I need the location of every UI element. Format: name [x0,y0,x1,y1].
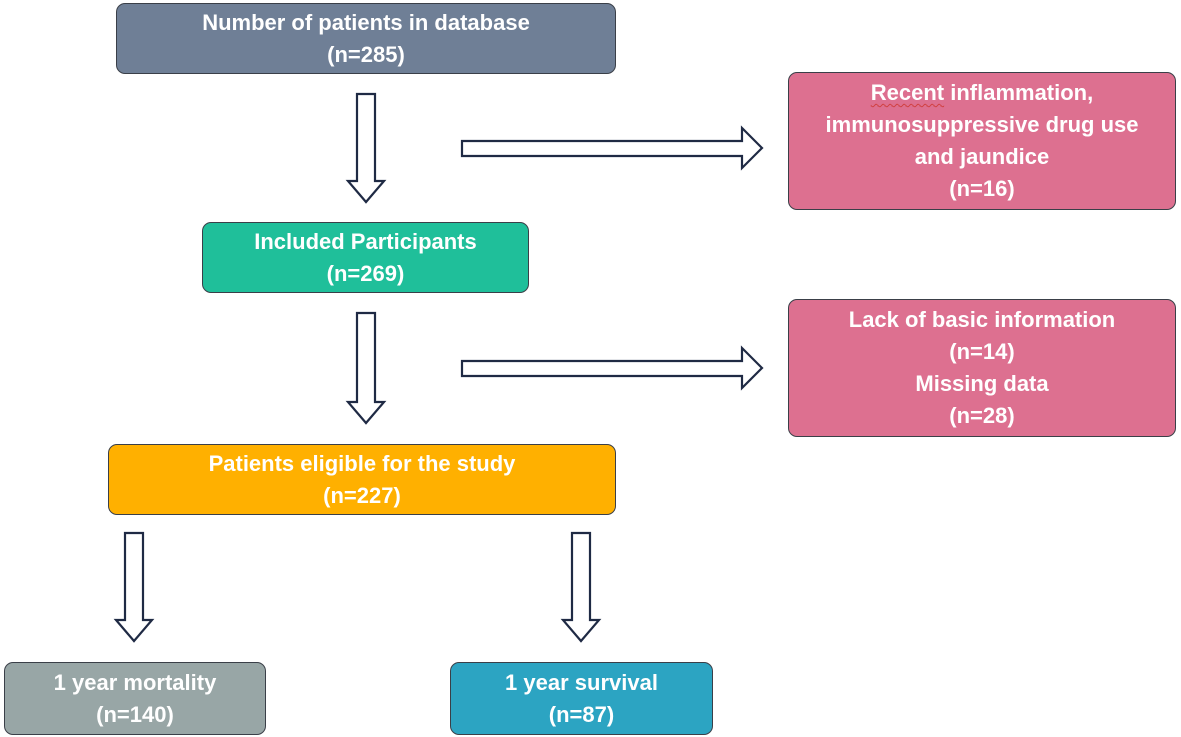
right-arrow-icon [460,125,764,171]
eligible-title: Patients eligible for the study [208,450,516,476]
mortality-box: 1 year mortality (n=140) [4,662,266,735]
missing-data-count: (n=28) [949,403,1015,428]
lack-info-count: (n=14) [949,339,1015,364]
included-box: Included Participants (n=269) [202,222,529,293]
right-arrow-icon [460,345,764,391]
exclusion-box-data: Lack of basic information (n=14) Missing… [788,299,1176,437]
survival-title: 1 year survival [505,669,658,695]
exclusion-line-1: Recent inflammation, [871,77,1093,109]
database-title: Number of patients in database [202,9,530,35]
eligible-box: Patients eligible for the study (n=227) [108,444,616,515]
down-arrow-icon [345,311,387,425]
exclusion-line-2: immunosuppressive drug use [825,112,1139,137]
database-box: Number of patients in database (n=285) [116,3,616,74]
down-arrow-icon [560,531,602,643]
eligible-count: (n=227) [323,482,401,508]
mortality-count: (n=140) [96,701,174,727]
exclusion-line-1-rest: inflammation, [944,80,1094,105]
included-title: Included Participants [254,228,477,254]
survival-count: (n=87) [548,701,615,727]
down-arrow-icon [345,92,387,204]
lack-info-label: Lack of basic information [848,307,1116,332]
database-count: (n=285) [327,41,405,67]
exclusion-line-3: and jaundice [914,144,1050,169]
exclusion-count: (n=16) [949,176,1015,201]
missing-data-label: Missing data [915,371,1049,396]
down-arrow-icon [113,531,155,643]
mortality-title: 1 year mortality [53,669,217,695]
exclusion-box-clinical: Recent inflammation, immunosuppressive d… [788,72,1176,210]
recent-word: Recent [870,80,945,105]
included-count: (n=269) [326,260,405,286]
survival-box: 1 year survival (n=87) [450,662,713,735]
